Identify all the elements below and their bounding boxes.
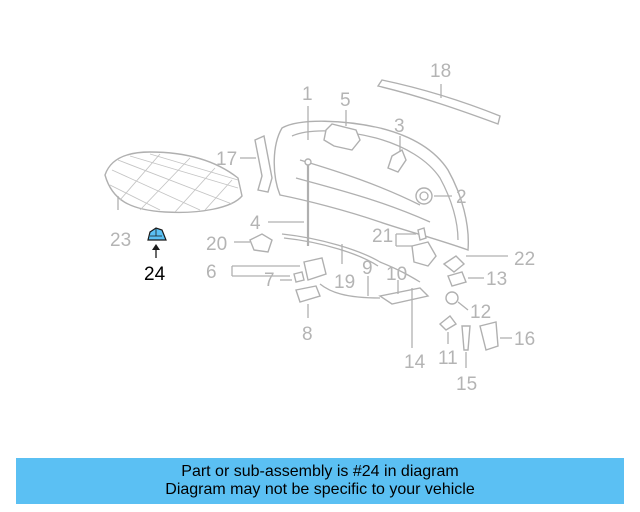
parts-diagram: 1 2 3 4 5 6 7 8 9 10 11 12 13 14 15 16 1…: [104, 61, 535, 395]
retainer-clip: [438, 315, 471, 368]
callout-23: 23: [110, 230, 131, 251]
callout-21: 21: [372, 226, 393, 247]
hex-nut: [445, 291, 469, 311]
callout-10: 10: [386, 264, 407, 285]
handle-bracket: [295, 285, 321, 318]
banner-line-2: Diagram may not be specific to your vehi…: [165, 481, 475, 498]
part-24-shape: [147, 227, 167, 241]
callout-3: 3: [394, 116, 405, 137]
seal-bracket: [442, 255, 508, 273]
banner-line-1: Part or sub-assembly is #24 in diagram: [181, 463, 459, 480]
callout-19: 19: [334, 272, 355, 293]
callout-2: 2: [456, 187, 467, 208]
latch-striker: [323, 110, 361, 151]
callout-4: 4: [250, 213, 261, 234]
highlighted-part-24: [147, 227, 167, 258]
callout-7: 7: [264, 270, 275, 291]
bumper-stop: [387, 136, 407, 173]
cable-segment: [319, 276, 381, 299]
hood-latch: [395, 227, 437, 267]
callout-18: 18: [430, 61, 451, 82]
callout-17: 17: [216, 149, 237, 170]
callout-5: 5: [340, 90, 351, 111]
callout-24: 24: [144, 264, 166, 285]
latch-plate: [378, 280, 430, 305]
callout-20: 20: [206, 234, 227, 255]
callout-11: 11: [438, 348, 458, 369]
cable-end: [447, 271, 484, 287]
callout-8: 8: [302, 324, 313, 345]
grommet: [415, 187, 452, 205]
seal-cover: [479, 321, 512, 351]
support-rod: [268, 158, 312, 246]
callout-14: 14: [404, 352, 426, 373]
callout-6: 6: [206, 262, 217, 283]
callout-12: 12: [470, 302, 491, 323]
hood-panel: [273, 106, 470, 251]
release-handle: [231, 257, 327, 283]
callout-1: 1: [302, 84, 313, 105]
info-banner: Part or sub-assembly is #24 in diagram D…: [16, 458, 624, 504]
release-cable: [281, 233, 421, 283]
callout-9: 9: [362, 258, 373, 279]
callout-13: 13: [486, 269, 507, 290]
callout-22: 22: [514, 249, 535, 270]
hood-hinge: [240, 135, 273, 193]
hood-weatherstrip: [376, 79, 501, 125]
callout-16: 16: [514, 329, 535, 350]
callout-15: 15: [456, 374, 477, 395]
cable-clip: [234, 233, 273, 253]
hood-insulator-pad: [104, 151, 243, 214]
